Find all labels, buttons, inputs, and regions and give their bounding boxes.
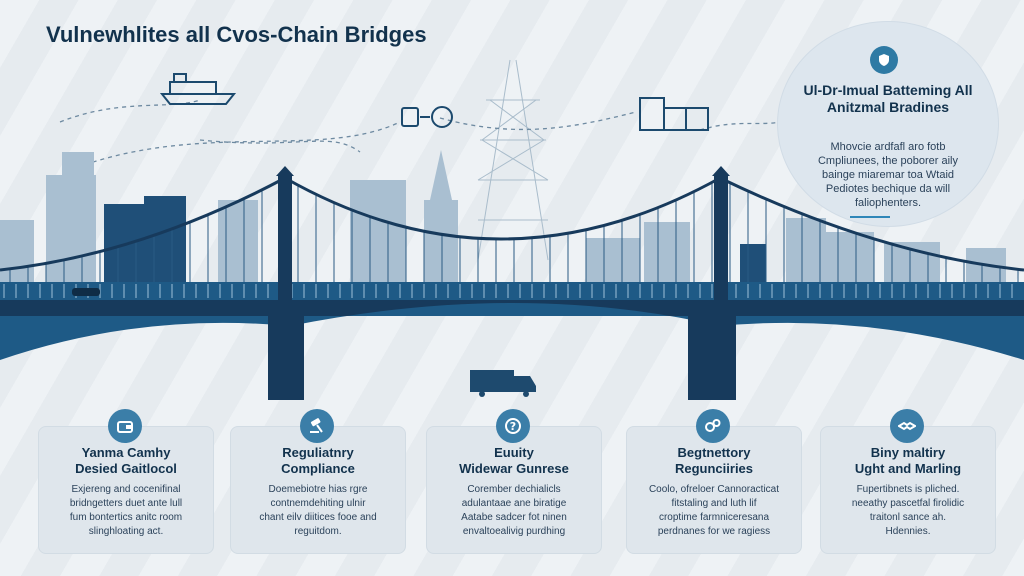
callout-divider — [850, 216, 890, 218]
callout-line: Cmpliunees, the poborer aily — [817, 155, 959, 167]
truck-icon — [470, 370, 536, 397]
flow-lines — [59, 99, 791, 171]
gears-icon — [696, 409, 730, 443]
factory-icon — [639, 97, 709, 131]
callout-line: faliophenters. — [854, 197, 922, 209]
callout-title: Ul-Dr-Imual Batteming All Anitzmal Bradi… — [803, 82, 973, 115]
main-cable — [0, 176, 1024, 272]
bridge-arch — [0, 303, 1024, 360]
card-body: Fupertibnets is pliched.neeathy pascetfa… — [851, 484, 965, 537]
bridge-tower-right — [688, 166, 736, 400]
callout-shield-icon — [870, 46, 898, 74]
info-callout: Ul-Dr-Imual Batteming All Anitzmal Bradi… — [778, 22, 998, 226]
car-on-bridge — [72, 288, 100, 296]
callout-line: Pediotes bechique da will — [825, 183, 951, 195]
svg-text:?: ? — [510, 420, 516, 433]
callout-body: Mhovcie ardfafl aro fotb Cmpliunees, the… — [788, 140, 988, 210]
bridge-tower-left — [268, 166, 304, 400]
wallet-icon — [108, 409, 142, 443]
callout-line: bainge miaremar toa Wtaid — [821, 169, 955, 181]
gavel-icon — [300, 409, 334, 443]
tower-illustration — [477, 59, 549, 261]
exchange-icon — [401, 106, 453, 128]
callout-line: Mhovcie ardfafl aro fotb — [830, 141, 946, 153]
page-title: Vulnewhlites all Cvos-Chain Bridges — [46, 22, 427, 47]
container-ship-icon — [159, 73, 237, 105]
question-icon: ? — [496, 409, 530, 443]
handshake-icon — [890, 409, 924, 443]
bridge-railing — [0, 282, 1024, 300]
